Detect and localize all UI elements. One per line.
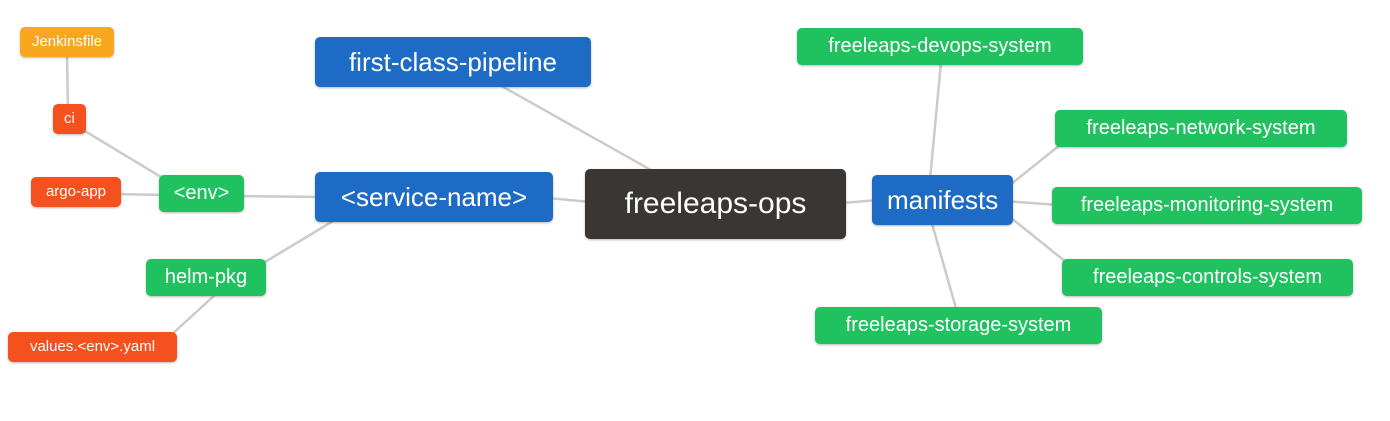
node-freeleaps-controls-system[interactable]: freeleaps-controls-system	[1062, 259, 1353, 296]
node-freeleaps-monitoring-system[interactable]: freeleaps-monitoring-system	[1052, 187, 1362, 224]
edge-service-freeleaps-ops	[546, 196, 592, 204]
edge-manifests-storage	[929, 218, 959, 314]
node-helm-pkg[interactable]: helm-pkg	[146, 259, 266, 296]
edge-manifests-devops	[928, 60, 943, 182]
edge-values-helm-pkg	[168, 292, 218, 338]
node-freeleaps-network-system[interactable]: freeleaps-network-system	[1055, 110, 1347, 147]
node-argo-app[interactable]: argo-app	[31, 177, 121, 207]
edge-manifests-controls	[1003, 211, 1068, 264]
edge-manifests-network	[1003, 143, 1062, 191]
node-first-class-pipeline[interactable]: first-class-pipeline	[315, 37, 591, 87]
edge-jenkinsfile-ci	[65, 53, 70, 114]
node-service-name[interactable]: <service-name>	[315, 172, 553, 222]
node-values-env-yaml[interactable]: values.<env>.yaml	[8, 332, 177, 362]
node-manifests[interactable]: manifests	[872, 175, 1014, 225]
node-env[interactable]: <env>	[159, 175, 244, 212]
edge-argo-app-env	[113, 192, 167, 197]
edge-fcp-freeleaps-ops	[496, 82, 660, 176]
edge-ci-env	[78, 126, 168, 182]
node-freeleaps-ops-root[interactable]: freeleaps-ops	[585, 169, 846, 239]
edge-env-service-name	[236, 194, 322, 199]
node-freeleaps-storage-system[interactable]: freeleaps-storage-system	[815, 307, 1102, 344]
node-jenkinsfile[interactable]: Jenkinsfile	[20, 27, 114, 57]
edge-helm-pkg-service-name	[258, 216, 340, 267]
node-freeleaps-devops-system[interactable]: freeleaps-devops-system	[797, 28, 1083, 65]
node-ci[interactable]: ci	[53, 104, 86, 134]
edge-manifests-monitoring	[1003, 199, 1060, 207]
